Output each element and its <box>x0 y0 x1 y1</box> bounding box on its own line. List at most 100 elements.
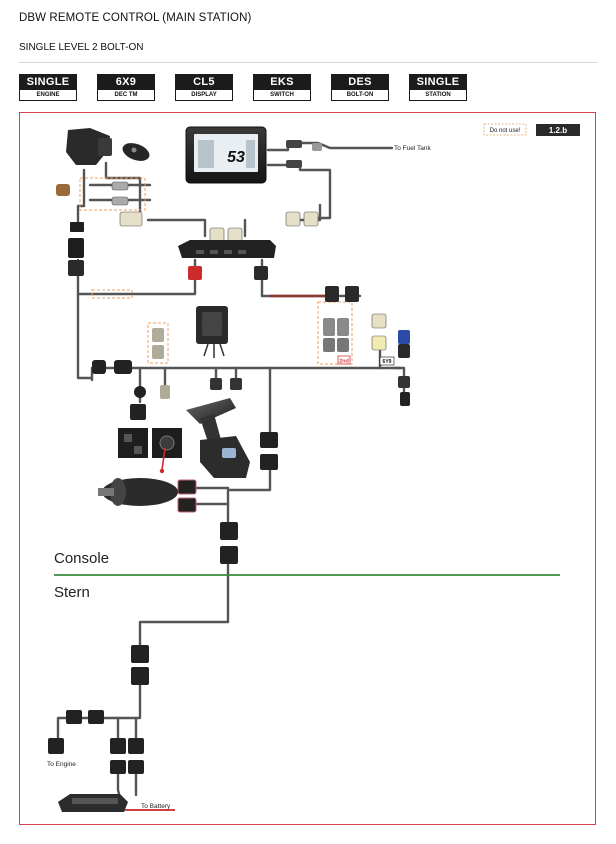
config-badges: SINGLE ENGINE 6X9 DEC TM CL5 DISPLAY EKS… <box>19 74 467 101</box>
stern-conn-3 <box>66 710 82 724</box>
badge-caption: ENGINE <box>19 90 77 101</box>
badge-caption: STATION <box>409 90 467 101</box>
hub-port-1 <box>196 250 204 254</box>
cable-key-top <box>104 161 142 202</box>
trunk-conn-1 <box>92 360 106 374</box>
display-gauge-right <box>246 140 255 168</box>
console-conn-2 <box>220 546 238 564</box>
stern-conn-9 <box>128 760 144 774</box>
trunk-conn-4 <box>230 378 242 390</box>
cable-stern-1 <box>56 683 142 742</box>
connector-grey-b <box>152 345 164 359</box>
trunk-conn-3 <box>210 378 222 390</box>
connector-blue-body <box>398 344 410 358</box>
actuator-ring <box>110 478 126 506</box>
cable-lower-center <box>226 468 272 524</box>
lever-connectors <box>177 432 278 513</box>
key-red <box>161 447 166 471</box>
hub-body <box>178 240 276 258</box>
version-tag: 1.2.b <box>549 126 567 135</box>
do-not-use-box <box>483 123 527 136</box>
page-subtitle: SINGLE LEVEL 2 BOLT-ON <box>19 42 144 53</box>
stern-conn-6 <box>110 738 126 754</box>
badge-label: SINGLE <box>409 74 467 90</box>
badge-caption: DEC TM <box>97 90 155 101</box>
badge-display: CL5 DISPLAY <box>175 74 233 101</box>
connector-grey-1 <box>111 181 129 191</box>
badge-caption: DISPLAY <box>175 90 233 101</box>
switch-panel-left-btn <box>124 434 132 442</box>
connector-grey-d <box>337 318 349 336</box>
switch-panel-left-btn2 <box>134 446 142 454</box>
key-switch-unit <box>56 128 150 196</box>
cable-console-drop <box>138 563 230 647</box>
trunk-conn-2 <box>114 360 132 374</box>
hub-port-4 <box>238 250 246 254</box>
dashed-box-link <box>91 289 133 299</box>
connector-bolt-on-1 <box>325 286 339 302</box>
badge-caption: SWITCH <box>253 90 311 101</box>
key-switch-body <box>66 128 110 165</box>
trunk-conn-5 <box>398 376 410 388</box>
actuator-shaft <box>98 488 114 496</box>
buzzer-body <box>130 404 146 420</box>
display-footer <box>194 174 258 179</box>
badge-caption: BOLT-ON <box>331 90 389 101</box>
badge-engine: SINGLE ENGINE <box>19 74 77 101</box>
display-reading: 53 <box>227 149 245 166</box>
do-not-use-label: Do not use! <box>490 128 521 134</box>
hub-port-2 <box>210 250 218 254</box>
connector-grey-e <box>323 338 335 352</box>
control-module <box>196 306 228 358</box>
console-conn-1 <box>220 522 238 540</box>
switch-panel-left <box>118 428 148 458</box>
connector-grey-c <box>323 318 335 336</box>
connector-fuel-2 <box>286 160 302 168</box>
buzzer <box>134 386 146 398</box>
cable-stern-3 <box>116 768 122 800</box>
stern-connectors <box>48 645 149 774</box>
connector-grey-2 <box>111 196 129 206</box>
throttle-lever <box>186 398 250 478</box>
cable-top-trunk <box>76 168 86 232</box>
lever-conn-2 <box>260 454 278 470</box>
stern-conn-2 <box>131 667 149 685</box>
cable-hub-drop-right <box>260 258 327 298</box>
small-tag: 6Y9 <box>383 359 392 365</box>
network-hub <box>178 240 276 280</box>
hub-connector-red <box>188 266 202 280</box>
control-module-inner <box>202 312 222 336</box>
console-connectors <box>220 522 238 564</box>
connector-grey-f <box>337 338 349 352</box>
connectors-top <box>68 140 322 276</box>
badge-label: 6X9 <box>97 74 155 90</box>
second-tag-box <box>337 355 351 365</box>
badge-bolt-on: DES BOLT-ON <box>331 74 389 101</box>
lever-conn-pink-1 <box>177 479 197 495</box>
badge-label: SINGLE <box>19 74 77 90</box>
connector-white-1 <box>119 211 143 227</box>
connector-grey-a <box>152 328 164 342</box>
dashed-box-mid <box>147 322 169 364</box>
version-tag-box <box>536 124 580 136</box>
display-gauge-left <box>198 140 214 168</box>
cl5-display: 53 <box>185 126 267 184</box>
second-tag: 2nd <box>339 359 349 365</box>
connectors-mid: 2nd 6Y9 <box>152 286 410 366</box>
connectors-trunk <box>92 360 410 420</box>
steering-actuator <box>98 478 178 506</box>
connector-black-top <box>70 222 84 232</box>
page-title: DBW REMOTE CONTROL (MAIN STATION) <box>19 12 252 24</box>
cable-stern-2 <box>116 716 138 740</box>
remote-fob <box>122 143 150 161</box>
dashed-box-top <box>79 177 146 211</box>
diagram-frame <box>19 112 596 825</box>
lever-base-light <box>222 448 236 458</box>
key-red-ring <box>159 468 165 474</box>
engine-label: To Engine <box>47 761 76 768</box>
connector-white-4 <box>285 211 301 227</box>
battery-label: To Battery <box>141 803 171 810</box>
diagram-labels: Do not use! 1.2.b To Fuel Tank To Engine… <box>47 123 580 810</box>
connector-white-5 <box>303 211 319 227</box>
